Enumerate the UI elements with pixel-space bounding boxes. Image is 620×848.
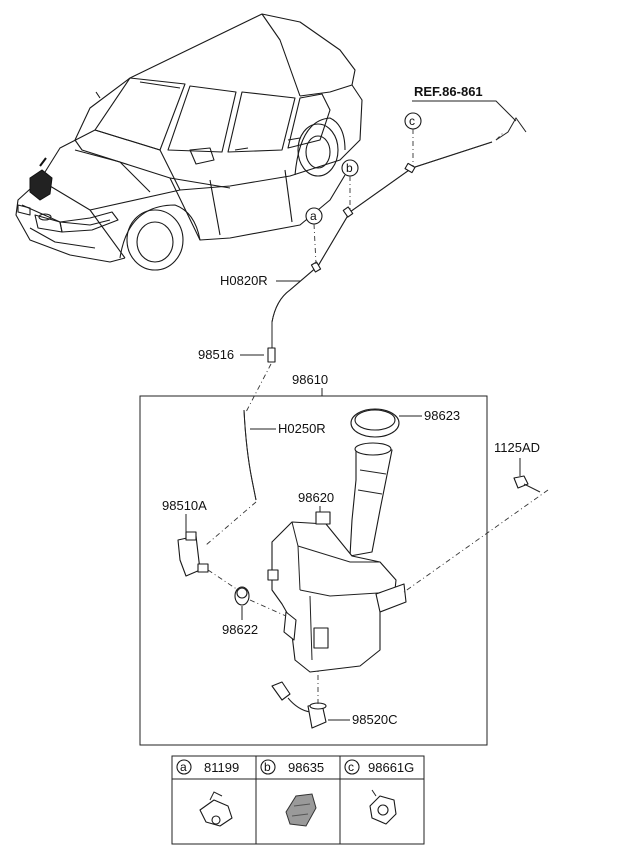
part-label-98622: 98622: [222, 622, 258, 637]
legend-c-part: 98661G: [368, 760, 414, 775]
callout-c-label: c: [409, 114, 415, 128]
filler-neck: [349, 445, 393, 557]
assembly-98610: 98610 H0250R 98623 98620 1125AD: [139, 372, 549, 746]
callout-a-label: a: [310, 209, 317, 223]
part-label-h0820r: H0820R: [220, 273, 268, 288]
legend-c-letter: c: [348, 760, 354, 774]
part-label-98620: 98620: [298, 490, 334, 505]
part-label-98510a: 98510A: [162, 498, 207, 513]
part-label-98520c: 98520C: [352, 712, 398, 727]
reservoir-98620: [271, 521, 397, 673]
bolt-1125ad: [513, 475, 529, 489]
part-label-98623: 98623: [424, 408, 460, 423]
connector-98516: [267, 347, 276, 363]
legend-a-circle: [176, 759, 192, 775]
part-label-h0250r: H0250R: [278, 421, 326, 436]
legend-a-letter: a: [180, 760, 187, 774]
assembly-frame: [139, 395, 488, 746]
callout-b-label: b: [346, 161, 353, 175]
sensor-plug: [271, 681, 291, 701]
part-label-98610: 98610: [292, 372, 328, 387]
hose-routing: REF.86-861 c b a H0820R 98516: [198, 84, 527, 413]
legend-a-part: 81199: [204, 760, 239, 775]
legend-b-letter: b: [264, 760, 271, 774]
ref-label: REF.86-861: [414, 84, 483, 99]
clip-81199-icon: [199, 799, 233, 827]
legend-table: a 81199 b 98635 c 98661G: [171, 755, 425, 845]
part-label-98516: 98516: [198, 347, 234, 362]
car-illustration: [15, 13, 363, 271]
legend-b-part: 98635: [288, 760, 324, 775]
legend-b-circle: [260, 759, 276, 775]
part-label-1125ad: 1125AD: [494, 440, 540, 455]
legend-c-circle: [344, 759, 360, 775]
motor-98510a: [177, 535, 201, 577]
clip-98635-icon: [285, 793, 317, 827]
